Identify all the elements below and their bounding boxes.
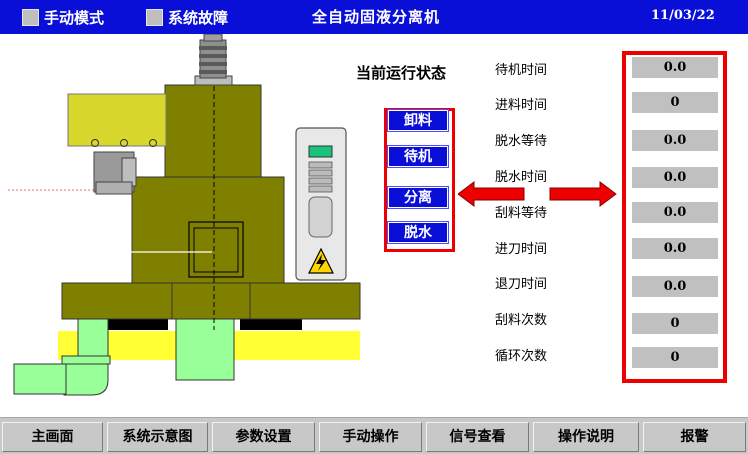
- value-advance-time[interactable]: 0.0: [632, 238, 718, 259]
- hopper-bolt: [91, 139, 99, 147]
- lower-body: [171, 282, 251, 320]
- arrow-left-icon: [458, 181, 525, 207]
- date-display: 11/03/22: [651, 8, 715, 23]
- outlet-pipe: [13, 363, 67, 395]
- value-scrape-count[interactable]: 0: [632, 313, 718, 334]
- value-scrape-wait[interactable]: 0.0: [632, 202, 718, 223]
- title-bar: 手动模式 系统故障 全自动固液分离机 11/03/22: [0, 0, 748, 34]
- high-voltage-icon: [308, 247, 334, 274]
- value-feed-time[interactable]: 0: [632, 92, 718, 113]
- motor-icon: [194, 34, 233, 86]
- value-retract-time[interactable]: 0.0: [632, 276, 718, 297]
- value-cycle-count[interactable]: 0: [632, 347, 718, 368]
- nav-parameters-button[interactable]: 参数设置: [212, 422, 315, 452]
- upper-column: [164, 84, 262, 178]
- param-label-feed-time: 进料时间: [495, 98, 548, 113]
- system-fault-indicator[interactable]: 系统故障: [146, 6, 228, 28]
- system-fault-label: 系统故障: [168, 8, 229, 27]
- param-label-scrape-wait: 刮料等待: [495, 206, 548, 221]
- manual-mode-indicator[interactable]: 手动模式: [22, 6, 104, 28]
- param-label-retract-time: 退刀时间: [495, 277, 548, 292]
- param-label-standby-time: 待机时间: [495, 63, 548, 78]
- nav-main-screen-button[interactable]: 主画面: [2, 422, 103, 452]
- values-frame: [622, 51, 727, 383]
- param-label-scrape-count: 刮料次数: [495, 313, 548, 328]
- param-label-advance-time: 进刀时间: [495, 242, 548, 257]
- base-skirt-right: [249, 282, 361, 320]
- nav-manual-operation-button[interactable]: 手动操作: [319, 422, 422, 452]
- nav-instructions-button[interactable]: 操作说明: [533, 422, 639, 452]
- nav-system-diagram-button[interactable]: 系统示意图: [107, 422, 208, 452]
- status-discharge-button[interactable]: 卸料: [387, 109, 449, 132]
- status-dewatering-button[interactable]: 脱水: [387, 221, 449, 244]
- main-body: [131, 176, 285, 284]
- hopper-bolt: [120, 139, 128, 147]
- bottom-nav: 主画面 系统示意图 参数设置 手动操作 信号查看 操作说明 报警: [0, 417, 748, 454]
- arrow-right-icon: [549, 181, 617, 207]
- base-bar-left: [108, 318, 168, 330]
- param-label-dewater-time: 脱水时间: [495, 170, 548, 185]
- inspection-window-inner: [193, 227, 239, 273]
- status-frame: [384, 108, 455, 252]
- hopper-bolt: [149, 139, 157, 147]
- inspection-window: [188, 221, 244, 278]
- feed-hopper: [67, 93, 167, 147]
- nav-signal-view-button[interactable]: 信号查看: [426, 422, 529, 452]
- center-outlet: [175, 317, 235, 381]
- control-cabinet: [295, 127, 347, 281]
- pipe-flange: [61, 355, 111, 365]
- value-dewater-wait[interactable]: 0.0: [632, 130, 718, 151]
- system-fault-lamp: [146, 8, 163, 26]
- nav-alarm-button[interactable]: 报警: [643, 422, 746, 452]
- machine-diagram: [8, 34, 361, 396]
- base-skirt-left: [61, 282, 173, 320]
- manual-mode-label: 手动模式: [44, 8, 105, 27]
- base-bar-right: [240, 318, 302, 330]
- page-title: 全自动固液分离机: [312, 8, 441, 26]
- feeder-motor-head: [95, 181, 133, 195]
- value-dewater-time[interactable]: 0.0: [632, 167, 718, 188]
- status-separation-button[interactable]: 分离: [387, 186, 449, 209]
- status-heading: 当前运行状态: [356, 64, 447, 82]
- pipe-elbow: [63, 361, 109, 396]
- value-standby-time[interactable]: 0.0: [632, 57, 718, 78]
- param-label-cycle-count: 循环次数: [495, 349, 548, 364]
- param-label-dewater-wait: 脱水等待: [495, 134, 548, 149]
- manual-mode-lamp: [22, 8, 39, 26]
- status-standby-button[interactable]: 待机: [387, 145, 449, 168]
